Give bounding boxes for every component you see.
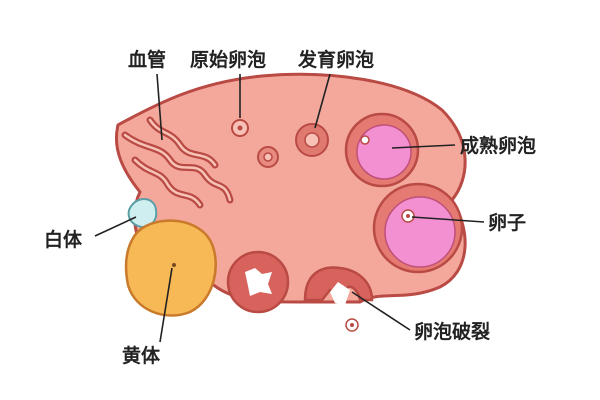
ruptured-follicle (303, 266, 374, 305)
label-primordial-follicle: 原始卵泡 (190, 48, 266, 71)
developing-follicle (295, 123, 329, 157)
follicle-with-ovum (372, 182, 464, 274)
corpus-luteum (124, 219, 217, 317)
mature-follicle (344, 112, 420, 188)
label-corpus-luteum: 黄体 (122, 344, 161, 367)
primordial-follicle (231, 119, 249, 137)
label-mature-follicle: 成熟卵泡 (460, 134, 536, 157)
label-blood-vessel: 血管 (128, 48, 166, 71)
label-ovum: 卵子 (488, 211, 526, 234)
label-developing-follicle: 发育卵泡 (297, 48, 374, 71)
small-follicle (257, 146, 279, 168)
label-ruptured-follicle: 卵泡破裂 (414, 320, 490, 343)
label-corpus-albicans: 白体 (44, 228, 83, 251)
released-ovum (345, 318, 359, 332)
degenerating-follicle (226, 250, 290, 314)
leader-lines (94, 73, 485, 343)
